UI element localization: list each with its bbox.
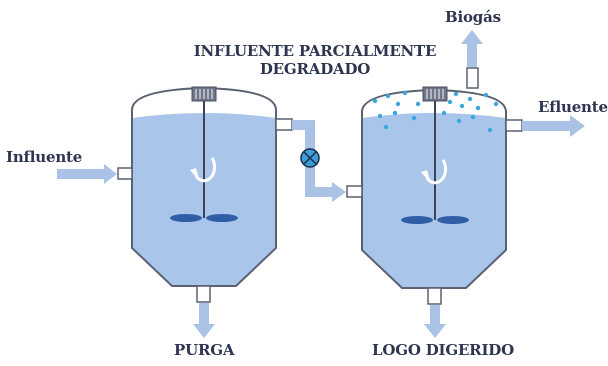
tank-left [117,86,293,303]
label-intermediate-line1: INFLUENTE PARCIALMENTE [193,42,437,60]
transfer-inlet-nozzle [346,185,363,198]
label-influente: Influente [6,148,83,166]
biogas-arrow [461,30,483,67]
label-intermediate-line2: DEGRADADO [259,60,371,78]
motor-icon [191,86,217,102]
valve-icon [300,148,320,168]
tank-right-outline [361,88,507,289]
label-efluente: Efluente [538,98,608,116]
impeller-icon [170,214,238,222]
label-logo-digerido: LOGO DIGERIDO [372,341,514,359]
inlet-nozzle [117,167,133,180]
label-purga: PURGA [174,341,235,359]
effluent-nozzle [505,119,523,132]
impeller-icon [401,216,469,224]
purge-nozzle [196,285,211,303]
label-biogas: Biogás [445,8,501,26]
gas-outlet-nozzle [466,67,479,89]
digested-arrow [424,305,446,338]
flow-arrows [57,30,585,338]
biogas-bubbles [372,90,499,133]
transfer-nozzle [275,118,293,131]
digested-sludge-nozzle [427,287,442,305]
effluent-arrow [522,115,585,137]
influent-arrow [57,164,117,184]
motor-icon [422,86,448,102]
tank-left-outline [131,86,277,287]
tank-right [346,67,523,305]
transfer-pipe [292,120,346,202]
purge-arrow [193,303,215,338]
rotation-arrow-icon [190,157,217,183]
rotation-arrow-icon [421,159,448,185]
